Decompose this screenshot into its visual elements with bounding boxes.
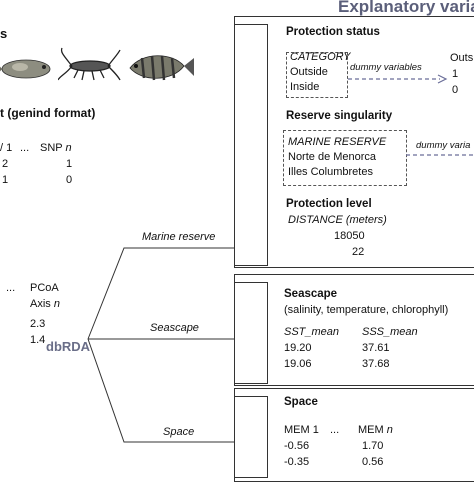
space-row-1-memn: 1.70 [362, 440, 384, 452]
dummy-variables-label-2: dummy varia [416, 140, 471, 151]
outside-column-header: Outs [450, 52, 474, 64]
seascape-panel [234, 274, 474, 386]
snp-header-col1: / 1 [0, 142, 13, 154]
seascape-tab [234, 282, 268, 384]
space-panel [234, 388, 474, 482]
space-row-2-memn: 0.56 [362, 456, 384, 468]
pcoa-value-2: 1.4 [30, 334, 46, 346]
snp-header-dots: ... [20, 142, 30, 154]
reserve-singularity-box [283, 130, 407, 186]
mem-1-header: MEM 1 [284, 424, 319, 436]
marine-reserve-tab [234, 24, 268, 266]
protection-status-title: Protection status [286, 26, 380, 38]
branch-label-space: Space [163, 426, 195, 438]
explanatory-variables-title: Explanatory variab [338, 0, 474, 16]
seascape-row-1-sst: 19.20 [284, 342, 312, 354]
organisms-label: s [0, 26, 8, 41]
snp-header-coln: SNP n [40, 142, 72, 154]
pcoa-axis-label: Axis n [30, 298, 60, 310]
space-tab [234, 396, 268, 478]
pcoa-value-1: 2.3 [30, 318, 46, 330]
reserve-singularity-title: Reserve singularity [286, 110, 393, 122]
dummy-arrow-1 [348, 74, 448, 84]
dummy-arrow-2 [406, 154, 474, 156]
sst-mean-header: SST_mean [284, 326, 340, 338]
snp-row-2-col1: 1 [2, 174, 9, 186]
outside-value-2: 0 [452, 84, 459, 96]
dbrda-label: dbRDA [46, 339, 91, 354]
dummy-variables-label-1: dummy variables [350, 62, 422, 73]
option-norte-de-menorca: Norte de Menorca [288, 151, 377, 163]
branch-label-seascape: Seascape [150, 322, 199, 334]
protection-status-box [286, 52, 348, 98]
distance-value-1: 18050 [334, 230, 365, 242]
snp-row-1-coln: 1 [66, 158, 73, 170]
space-row-2-mem1: -0.35 [284, 456, 310, 468]
option-inside: Inside [290, 81, 320, 93]
pcoa-dots: ... [6, 282, 16, 294]
mem-dots-header: ... [330, 424, 340, 436]
snp-row-2-coln: 0 [66, 174, 73, 186]
marine-reserve-panel [234, 16, 474, 268]
space-row-1-mem1: -0.56 [284, 440, 310, 452]
protection-level-title: Protection level [286, 198, 372, 210]
space-title: Space [284, 396, 318, 408]
branch-label-marine-reserve: Marine reserve [142, 231, 216, 243]
seascape-row-2-sss: 37.68 [362, 358, 390, 370]
category-label: CATEGORY [290, 51, 351, 63]
seascape-subtitle: (salinity, temperature, chlorophyll) [284, 304, 449, 316]
option-outside: Outside [290, 66, 328, 78]
fish-icon-2 [129, 55, 194, 81]
pcoa-label: PCoA [30, 282, 59, 294]
mem-n-header: MEM n [358, 424, 393, 436]
seascape-title: Seascape [284, 288, 338, 300]
distance-value-2: 22 [352, 246, 365, 258]
seascape-row-2-sst: 19.06 [284, 358, 312, 370]
distance-label: DISTANCE (meters) [288, 214, 387, 226]
lobster-icon [58, 47, 121, 81]
option-illes-columbretes: Illes Columbretes [288, 166, 373, 178]
seascape-row-1-sss: 37.61 [362, 342, 390, 354]
dataset-label: t (genind format) [0, 106, 96, 120]
sss-mean-header: SSS_mean [362, 326, 418, 338]
marine-reserve-label: MARINE RESERVE [288, 136, 387, 148]
fish-icon-1 [0, 59, 51, 79]
snp-row-1-col1: 2 [2, 158, 9, 170]
outside-value-1: 1 [452, 68, 459, 80]
